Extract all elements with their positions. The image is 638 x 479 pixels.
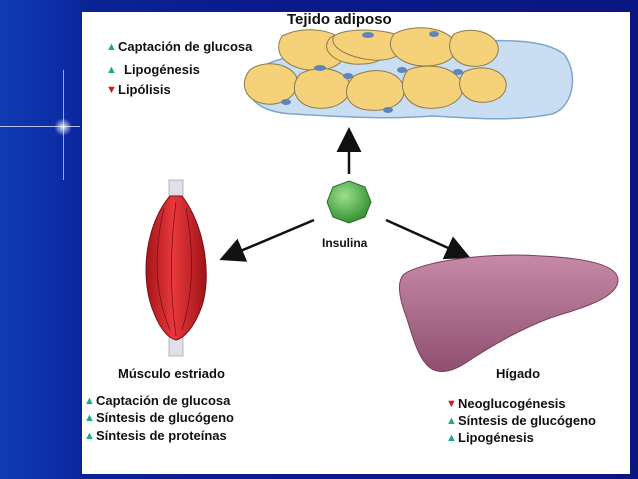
diagram-panel: Tejido adiposo ▲ Captación de glucosa ▲ … <box>82 12 630 474</box>
arrow-up-icon: ▲ <box>446 415 457 427</box>
adipose-effect-3: ▼ Lipólisis <box>106 82 171 98</box>
arrow-up-icon: ▲ <box>84 395 95 407</box>
adipose-effect-3-label: Lipólisis <box>118 82 171 97</box>
liver-effect-3: ▲ Lipogénesis <box>446 430 534 446</box>
muscle-title: Músculo estriado <box>118 366 225 381</box>
liver-illustration <box>399 254 619 372</box>
adipose-title: Tejido adiposo <box>287 11 392 28</box>
muscle-effect-3-label: Síntesis de proteínas <box>96 428 227 443</box>
liver-title: Hígado <box>496 366 541 381</box>
arrow-to-muscle <box>219 218 315 262</box>
arrow-down-icon: ▼ <box>446 398 457 410</box>
liver-effect-2: ▲ Síntesis de glucógeno <box>446 413 596 429</box>
liver-effect-3-label: Lipogénesis <box>458 430 534 445</box>
arrow-up-icon: ▲ <box>106 41 117 53</box>
liver-effect-2-label: Síntesis de glucógeno <box>458 413 596 428</box>
decorative-glow <box>54 118 72 136</box>
arrow-to-liver <box>385 218 471 260</box>
arrow-up-icon: ▲ <box>84 430 95 442</box>
liver-effect-1: ▼ Neoglucogénesis <box>446 396 566 412</box>
arrow-up-icon: ▲ <box>446 432 457 444</box>
decorative-band <box>0 0 80 479</box>
muscle-illustration <box>145 179 207 357</box>
muscle-effect-1: ▲ Captación de glucosa <box>84 393 230 409</box>
arrow-down-icon: ▼ <box>106 84 117 96</box>
muscle-effect-3: ▲ Síntesis de proteínas <box>84 428 227 444</box>
diagram-artwork <box>145 27 619 372</box>
muscle-effect-1-label: Captación de glucosa <box>96 393 231 408</box>
arrow-up-icon: ▲ <box>106 64 117 76</box>
adipose-effect-2: ▲ Lipogénesis <box>106 62 200 78</box>
decorative-line-horizontal <box>0 126 80 127</box>
liver-effect-1-label: Neoglucogénesis <box>458 396 566 411</box>
adipose-effect-1-label: Captación de glucosa <box>118 39 253 54</box>
muscle-effect-2: ▲ Síntesis de glucógeno <box>84 410 234 426</box>
adipose-effect-1: ▲ Captación de glucosa <box>106 39 252 55</box>
adipose-tissue-illustration <box>244 27 574 120</box>
insulin-molecule <box>326 180 372 224</box>
insulin-label: Insulina <box>322 236 368 250</box>
muscle-effect-2-label: Síntesis de glucógeno <box>96 410 234 425</box>
arrow-up-icon: ▲ <box>84 412 95 424</box>
adipose-effect-2-label: Lipogénesis <box>124 62 200 77</box>
